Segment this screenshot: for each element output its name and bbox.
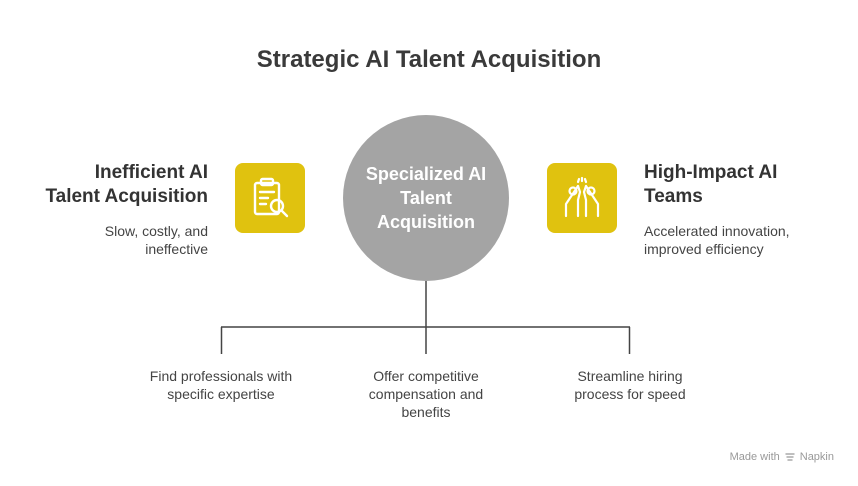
clipboard-search-icon [235,163,305,233]
napkin-brand: Napkin [799,451,834,463]
left-desc-line1: Slow, costly, and [104,223,208,239]
right-heading: High-Impact AI Teams [644,161,777,209]
page-title: Strategic AI Talent Acquisition [256,46,602,73]
right-description: Accelerated innovation, improved efficie… [644,222,790,258]
made-with-label: Made with [729,451,780,463]
center-label-line1: Specialized AI [365,164,487,184]
left-heading: Inefficient AI Talent Acquisition [45,161,208,209]
right-heading-line2: Teams [644,186,703,207]
napkin-logo-icon [785,453,795,461]
left-description: Slow, costly, and ineffective [105,222,208,258]
left-heading-line2: Talent Acquisition [45,186,208,207]
center-label: Specialized AI Talent Acquisition [356,162,496,234]
branch-label-expertise: Find professionals with specific experti… [149,368,293,402]
branch-label-compensation: Offer competitive compensation and benef… [368,368,484,420]
branch-label-hiring: Streamline hiring process for speed [574,368,686,402]
center-label-line2: Talent [400,188,452,208]
right-desc-line1: Accelerated innovation, [644,223,790,239]
center-circle: Specialized AI Talent Acquisition [343,115,509,281]
made-with-napkin: Made with Napkin [730,451,834,463]
high-five-icon [547,163,617,233]
right-heading-line1: High-Impact AI [644,162,778,183]
left-heading-line1: Inefficient AI [94,162,208,183]
right-desc-line2: improved efficiency [644,241,764,257]
center-label-line3: Acquisition [377,212,475,232]
left-desc-line2: ineffective [145,241,208,257]
